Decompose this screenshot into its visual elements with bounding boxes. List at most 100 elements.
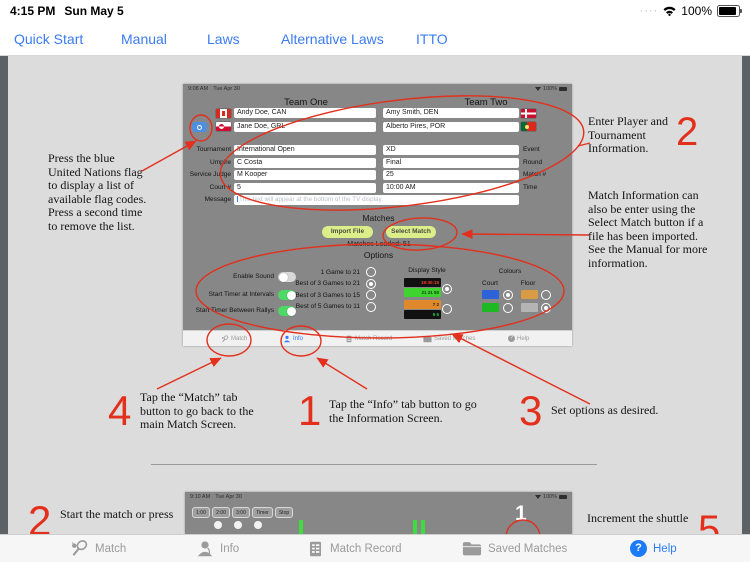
wifi-icon xyxy=(534,494,541,499)
folder-icon xyxy=(423,335,432,342)
screenshot-match-screen: 9:10 AM Tue Apr 30 100% 1:00 2:00 3:00 T… xyxy=(185,492,572,534)
racquet-icon xyxy=(221,334,229,342)
tab-match-record[interactable]: Match Record xyxy=(307,535,402,562)
tab-label: Saved Matches xyxy=(488,542,568,555)
game-format-label: 1 Game to 21 xyxy=(320,268,360,276)
court-number-field: 5 xyxy=(234,182,376,193)
game-format-radio-selected xyxy=(366,278,376,289)
screenshot1-time: 9:08 AM xyxy=(188,85,209,92)
note-un-flag: Press the blue United Nations flag to di… xyxy=(48,151,147,233)
greenland-flag-icon xyxy=(216,122,231,131)
game-format-label: Best of 3 Games to 15 xyxy=(295,291,360,299)
note-info-tab: Tap the “Info” tab button to go the Info… xyxy=(329,397,477,425)
tab-label: Help xyxy=(653,542,677,555)
battery-icon xyxy=(717,5,742,17)
field-label: Tournament xyxy=(196,146,231,153)
person-icon xyxy=(197,540,213,556)
content-right-edge xyxy=(742,56,750,562)
player-name-field: Amy Smith, DEN xyxy=(383,108,519,118)
nav-link-alternative-laws[interactable]: Alternative Laws xyxy=(281,30,384,47)
screenshot2-battery: 100% xyxy=(542,493,557,500)
court-blue-swatch xyxy=(482,290,499,299)
matches-loaded-text: Matches Loaded: 51 xyxy=(347,241,411,248)
note-enter-info: Enter Player and Tournament Information. xyxy=(588,114,668,155)
un-flag-button xyxy=(192,122,207,132)
content-left-edge xyxy=(0,56,8,562)
step-number-1: 1 xyxy=(298,387,322,434)
tab-label: Info xyxy=(220,542,240,555)
field-label: Match # xyxy=(523,171,547,178)
event-field: XD xyxy=(383,145,519,155)
serve-indicator xyxy=(299,520,303,534)
display-style-2-radio xyxy=(442,304,452,314)
section-divider xyxy=(151,464,597,465)
screenshot2-date: Tue Apr 30 xyxy=(215,493,242,500)
score-dot xyxy=(214,521,222,529)
app-tab-bar: Match Info Match Record Saved Matches He… xyxy=(0,534,750,562)
floor-gray-swatch xyxy=(521,303,538,312)
screenshot1-tab-bar: Match Info Match Record Saved Matches He… xyxy=(183,330,572,346)
import-file-button: Import File xyxy=(322,226,373,238)
select-match-button: Select Match xyxy=(386,226,436,238)
screenshot-info-screen: 9:08 AM Tue Apr 30 100% Team One Team Tw… xyxy=(183,84,572,346)
screenshot1-date: Tue Apr 30 xyxy=(213,85,240,92)
battery-icon xyxy=(559,494,567,499)
mini-tab-info-active: Info xyxy=(283,331,303,346)
mini-tab-match: Match xyxy=(221,331,247,346)
time-field: 10:00 AM xyxy=(383,182,519,193)
player-name-field: Jane Doe, GRL xyxy=(234,121,376,132)
screenshot1-battery: 100% xyxy=(542,85,557,92)
nav-link-quick-start[interactable]: Quick Start xyxy=(14,30,84,47)
field-label: Round xyxy=(523,158,543,166)
options-header: Options xyxy=(363,250,394,260)
nav-link-itto[interactable]: ITTO xyxy=(416,30,448,47)
court-green-radio xyxy=(503,303,513,313)
display-style-2-thumbnail: 7 2 5 5 xyxy=(404,300,441,320)
tab-label: Match xyxy=(95,542,127,555)
battery-percent: 100% xyxy=(681,4,712,18)
floor-orange-swatch xyxy=(521,290,538,299)
tab-help-active[interactable]: Help xyxy=(630,535,677,562)
nav-link-manual[interactable]: Manual xyxy=(121,30,167,47)
matches-header: Matches xyxy=(362,213,395,223)
court-label: Court xyxy=(482,280,498,287)
device-status-bar: 4:15 PM Sun May 5 ···· 100% xyxy=(0,0,750,22)
tab-match[interactable]: Match xyxy=(70,535,126,562)
tab-saved-matches[interactable]: Saved Matches xyxy=(462,535,567,562)
timer-1min-button: 1:00 xyxy=(192,507,210,518)
game-format-radio xyxy=(366,301,376,312)
help-nav-bar: Quick Start Manual Laws Alternative Laws… xyxy=(0,22,750,56)
help-icon xyxy=(508,335,515,342)
floor-gray-radio xyxy=(541,303,551,313)
note-start-match: Start the match or press xyxy=(60,507,174,521)
scoreboard-score-row: 7 2 xyxy=(404,300,441,309)
help-icon xyxy=(630,540,647,557)
court-green-swatch xyxy=(482,303,499,312)
message-field: This text will appear at the bottom of t… xyxy=(234,195,519,205)
step-number-3: 3 xyxy=(519,387,543,434)
floor-orange-radio xyxy=(541,290,551,300)
portugal-flag-icon xyxy=(521,122,536,131)
record-icon xyxy=(309,541,322,556)
player-name-field: Andy Doe, CAN xyxy=(234,108,376,118)
mini-tab-label: Help xyxy=(517,335,530,342)
timer-3min-button: 3:00 xyxy=(232,507,250,518)
mini-tab-help: Help xyxy=(508,331,529,346)
cellular-signal-icon: ···· xyxy=(639,5,659,17)
serve-indicator xyxy=(421,520,425,534)
step-number-2b: 2 xyxy=(28,497,52,544)
game-format-radio xyxy=(366,290,376,300)
court-blue-radio xyxy=(503,290,513,300)
field-label: Service Judge xyxy=(189,171,231,178)
score-dot xyxy=(254,521,262,529)
mini-tab-label: Info xyxy=(293,335,304,342)
tab-info[interactable]: Info xyxy=(196,535,239,562)
message-label: Message xyxy=(204,196,231,203)
step-number-2: 2 xyxy=(676,110,699,154)
nav-link-laws[interactable]: Laws xyxy=(207,30,240,47)
team-two-header: Team Two xyxy=(464,97,508,108)
shuttle-count: 1 xyxy=(515,502,527,525)
record-icon xyxy=(346,335,352,342)
canada-flag-icon xyxy=(216,109,231,118)
racquet-icon xyxy=(71,540,88,556)
